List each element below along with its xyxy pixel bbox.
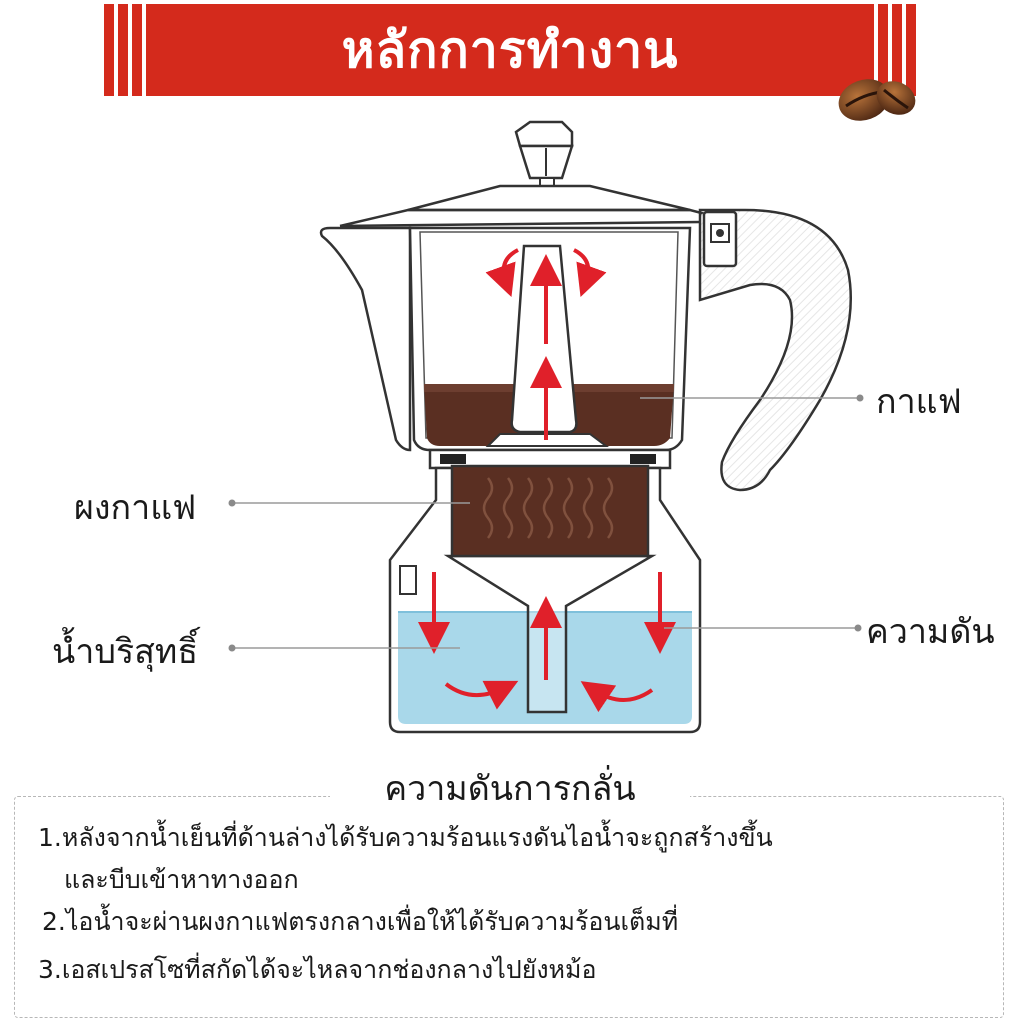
label-coffee-powder: ผงกาแฟ <box>74 488 197 528</box>
moka-pot-diagram <box>228 120 864 734</box>
coffee-beans-icon <box>838 79 916 121</box>
page-title: หลักการทำงาน <box>341 20 679 79</box>
step-3: 3.เอสเปรสโซที่สกัดได้จะไหลจากช่องกลางไปย… <box>38 955 597 984</box>
step-2: 2.ไอน้ำจะผ่านผงกาแฟตรงกลางเพื่อให้ได้รับ… <box>42 907 679 936</box>
label-coffee: กาแฟ <box>876 382 962 422</box>
label-pure-water: น้ำบริสุทธิ์ <box>52 632 199 672</box>
info-title: ความดันการกลั่น <box>330 764 690 814</box>
title-banner: หลักการทำงาน <box>104 4 916 96</box>
safety-valve <box>399 565 417 595</box>
funnel <box>443 554 657 714</box>
step-1-continued: และบีบเข้าหาทางออก <box>64 865 299 894</box>
step-1: 1.หลังจากน้ำเย็นที่ด้านล่างได้รับความร้อ… <box>38 823 773 852</box>
label-pressure: ความดัน <box>866 612 995 652</box>
lid <box>407 184 691 212</box>
leader-lines <box>232 397 860 649</box>
spout <box>319 226 412 452</box>
lid-knob <box>514 120 574 189</box>
handle <box>698 208 852 492</box>
flow-arrows <box>418 248 676 713</box>
